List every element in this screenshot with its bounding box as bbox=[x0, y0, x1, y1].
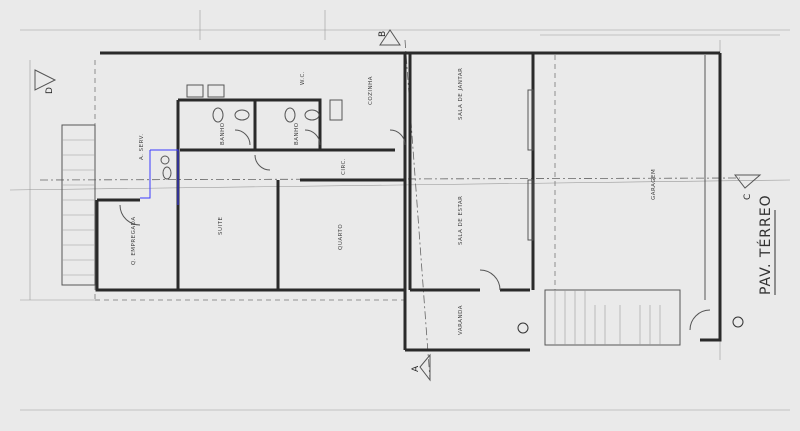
room-label-cozinha: COZINHA bbox=[368, 76, 374, 105]
section-line-b bbox=[404, 39, 431, 381]
section-line-c bbox=[39, 177, 741, 181]
section-marker-c: C bbox=[733, 174, 762, 200]
stairs-left bbox=[61, 124, 96, 286]
room-label-suite: SUITE bbox=[218, 217, 224, 235]
service-area-highlight bbox=[140, 149, 179, 205]
room-label-a-serv: A. SERV. bbox=[139, 134, 145, 160]
room-label-quarto: QUARTO bbox=[338, 224, 344, 250]
svg-text:B: B bbox=[378, 31, 388, 37]
svg-text:A: A bbox=[411, 365, 421, 372]
section-marker-b: B bbox=[378, 29, 401, 46]
room-label-banho-2: BANHO bbox=[294, 122, 300, 145]
svg-text:C: C bbox=[743, 194, 753, 200]
room-label-varanda: VARANDA bbox=[458, 305, 464, 335]
room-label-q-empregada: Q. EMPREGADA bbox=[131, 216, 137, 265]
svg-text:D: D bbox=[45, 87, 55, 94]
fixtures bbox=[160, 84, 343, 180]
section-marker-d: D bbox=[34, 69, 57, 94]
floor-title: PAV. TÉRREO bbox=[757, 194, 774, 295]
windows bbox=[527, 55, 706, 300]
walls bbox=[95, 51, 722, 352]
room-label-wc: W.C. bbox=[300, 71, 306, 85]
room-label-sala-jantar: SALA DE JANTAR bbox=[458, 68, 464, 120]
level-marker-icon bbox=[517, 322, 529, 334]
room-label-banho-1: BANHO bbox=[220, 122, 226, 145]
door-swings bbox=[119, 129, 711, 331]
level-marker-icon bbox=[732, 316, 744, 328]
stairs-garage bbox=[544, 289, 681, 346]
section-marker-a: A bbox=[411, 353, 431, 382]
room-label-circ: CIRC. bbox=[341, 158, 347, 175]
dimension-lines bbox=[9, 10, 791, 411]
room-label-garagem: GARAGEM bbox=[651, 169, 657, 200]
room-label-sala-estar: SALA DE ESTAR bbox=[458, 196, 464, 246]
